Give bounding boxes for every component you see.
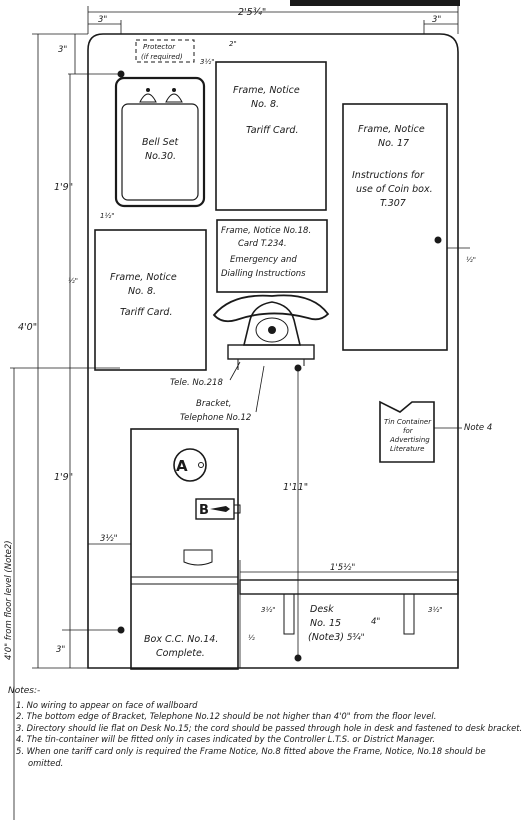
total-height-label: 4'0" bbox=[18, 322, 37, 333]
box-gap-label: ½ bbox=[248, 634, 255, 642]
upper-height-label: 1'9" bbox=[54, 182, 73, 193]
desk-width-label: 1'5½" bbox=[330, 563, 355, 573]
desk-note: (Note3) bbox=[308, 632, 344, 643]
desk-number: No. 15 bbox=[310, 618, 341, 629]
frame-notice-8-left bbox=[94, 229, 207, 371]
protector-sublabel: (if required) bbox=[141, 53, 183, 61]
frame-right-title: Frame, Notice bbox=[358, 124, 425, 135]
note4-label: Note 4 bbox=[464, 423, 492, 433]
desk-height-label: 4" bbox=[371, 617, 380, 627]
note-item: 3. Directory should lie flat on Desk No.… bbox=[16, 722, 523, 733]
box-offset-label: 3½" bbox=[100, 534, 118, 544]
desk-label: Desk bbox=[310, 604, 334, 615]
tin-label-3: Advertising bbox=[389, 436, 430, 444]
frame-mid-card: Card T.234. bbox=[238, 239, 287, 249]
gap-3half-label: 3½" bbox=[200, 58, 214, 66]
box-cc-label: Box C.C. No.14. bbox=[144, 634, 218, 645]
button-b-label: B bbox=[199, 503, 209, 518]
frame-top-number: No. 8. bbox=[251, 99, 279, 110]
frame-notice-8-top bbox=[215, 61, 327, 211]
tin-container bbox=[379, 400, 435, 463]
frame-left-number: No. 8. bbox=[128, 286, 156, 297]
frame-notice-18 bbox=[216, 219, 328, 293]
button-a-label: A bbox=[176, 457, 188, 475]
left-dimensions: 3" 1'9" 4'0" 4'0" from floor level (Note… bbox=[4, 33, 121, 820]
tin-label-1: Tin Container bbox=[384, 418, 432, 426]
coin-box bbox=[130, 428, 241, 670]
bracket-label: Bracket, bbox=[196, 399, 231, 409]
protector-box bbox=[135, 39, 195, 63]
width-dimension: 2'5¾" 3" 3" bbox=[87, 6, 459, 34]
frame-right-line2: use of Coin box. bbox=[356, 184, 433, 195]
bracket-height-label: 1'11" bbox=[283, 482, 308, 493]
tin-label-4: Literature bbox=[390, 445, 424, 453]
note-item: 4. The tin-container will be fitted only… bbox=[16, 734, 436, 745]
frame-left-card: Tariff Card. bbox=[120, 307, 172, 318]
note-item: 5. When one tariff card only is required… bbox=[16, 745, 486, 768]
frame-right-line3: T.307 bbox=[380, 198, 406, 209]
bell-label: Bell Set bbox=[142, 137, 180, 148]
frame-top-title: Frame, Notice bbox=[233, 85, 300, 96]
tele-label: Tele. No.218 bbox=[170, 378, 223, 388]
protector-label: Protector bbox=[143, 43, 176, 51]
notes-section: Notes:- 1. No wiring to appear on face o… bbox=[8, 686, 523, 769]
left-margin-label: 3" bbox=[98, 15, 107, 25]
gap-bell-label: 1½" bbox=[100, 212, 114, 220]
frame-mid-title: Frame, Notice No.18. bbox=[221, 226, 311, 236]
bell-number: No.30. bbox=[145, 151, 176, 162]
frame-right-line1: Instructions for bbox=[352, 170, 425, 181]
right-margin-label: 3" bbox=[432, 15, 441, 25]
telephone bbox=[212, 294, 330, 370]
frame-notice-17 bbox=[342, 103, 448, 351]
bracket-number: Telephone No.12 bbox=[180, 413, 251, 423]
top-margin-label: 3" bbox=[58, 45, 67, 55]
frame-mid-line1: Emergency and bbox=[230, 255, 297, 265]
note-item: 2. The bottom edge of Bracket, Telephone… bbox=[16, 711, 437, 722]
note-item: 1. No wiring to appear on face of wallbo… bbox=[16, 699, 198, 710]
box-cc-complete: Complete. bbox=[156, 648, 205, 659]
leg-right-label: 3½" bbox=[428, 606, 442, 614]
overall-width-label: 2'5¾" bbox=[238, 7, 266, 18]
desk bbox=[239, 579, 459, 635]
tin-label-2: for bbox=[403, 427, 414, 435]
notes-heading: Notes:- bbox=[8, 686, 41, 696]
gap-left-frame-label: ½" bbox=[68, 277, 78, 285]
frame-right-number: No. 17 bbox=[378, 138, 409, 149]
leg-left-label: 3½" bbox=[261, 606, 275, 614]
floor-height-label: 4'0" from floor level (Note2) bbox=[4, 540, 14, 660]
frame-top-card: Tariff Card. bbox=[246, 125, 298, 136]
right-gap-label: ½" bbox=[466, 256, 476, 264]
desk-depth-label: 5¾" bbox=[347, 633, 365, 643]
frame-left-title: Frame, Notice bbox=[110, 272, 177, 283]
screw-holes bbox=[117, 70, 442, 662]
title-block-edge bbox=[290, 0, 460, 6]
lower-height-label: 1'9" bbox=[54, 472, 73, 483]
wallboard-outline bbox=[87, 33, 459, 669]
gap-2-label: 2" bbox=[229, 40, 237, 48]
frame-mid-line2: Dialling Instructions bbox=[221, 269, 306, 279]
bottom-margin-label: 3" bbox=[56, 645, 65, 655]
bell-set bbox=[114, 76, 206, 208]
